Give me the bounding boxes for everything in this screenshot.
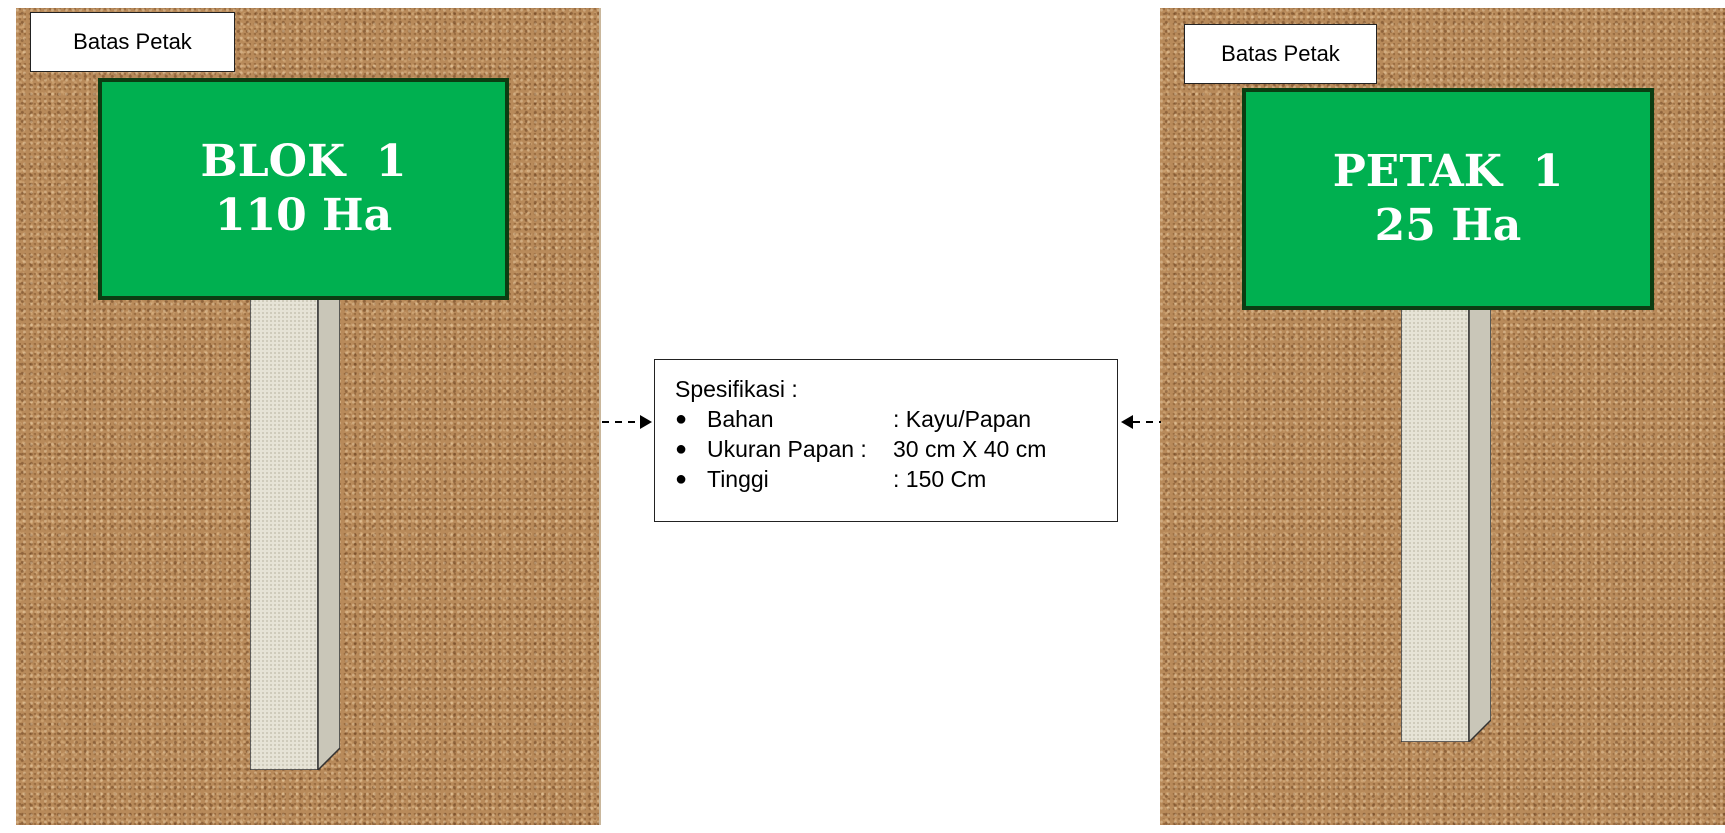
right-sign-area: 25 Ha [1374,200,1522,251]
spec-value: : Kayu/Papan [893,406,1032,432]
left-boundary-label: Batas Petak [30,12,235,72]
spec-value: 30 cm X 40 cm [893,436,1047,462]
specification-box: Spesifikasi : ● Bahan : Kayu/Papan ● Uku… [654,359,1118,522]
spec-key: Bahan [707,406,774,432]
bullet-icon: ● [675,408,688,430]
right-sign-post [1401,306,1491,742]
left-sign-post [250,296,340,770]
spec-value: : 150 Cm [893,466,987,492]
spec-key: Ukuran Papan : [707,436,867,462]
left-sign-area: 110 Ha [214,190,393,241]
right-boundary-label: Batas Petak [1184,24,1377,84]
left-sign-title: BLOK 1 [200,136,407,187]
arrow-left-icon [1119,412,1163,432]
spec-item: ● Tinggi : 150 Cm [675,464,1117,494]
arrow-right-icon [600,412,654,432]
right-sign-title: PETAK 1 [1332,146,1564,197]
spec-key: Tinggi [707,466,769,492]
bullet-icon: ● [675,438,688,460]
spec-item: ● Bahan : Kayu/Papan [675,404,1117,434]
bullet-icon: ● [675,468,688,490]
left-block-sign: BLOK 1 110 Ha [98,78,509,300]
spec-title: Spesifikasi : [675,376,798,402]
spec-item: ● Ukuran Papan : 30 cm X 40 cm [675,434,1117,464]
right-plot-sign: PETAK 1 25 Ha [1242,88,1654,310]
